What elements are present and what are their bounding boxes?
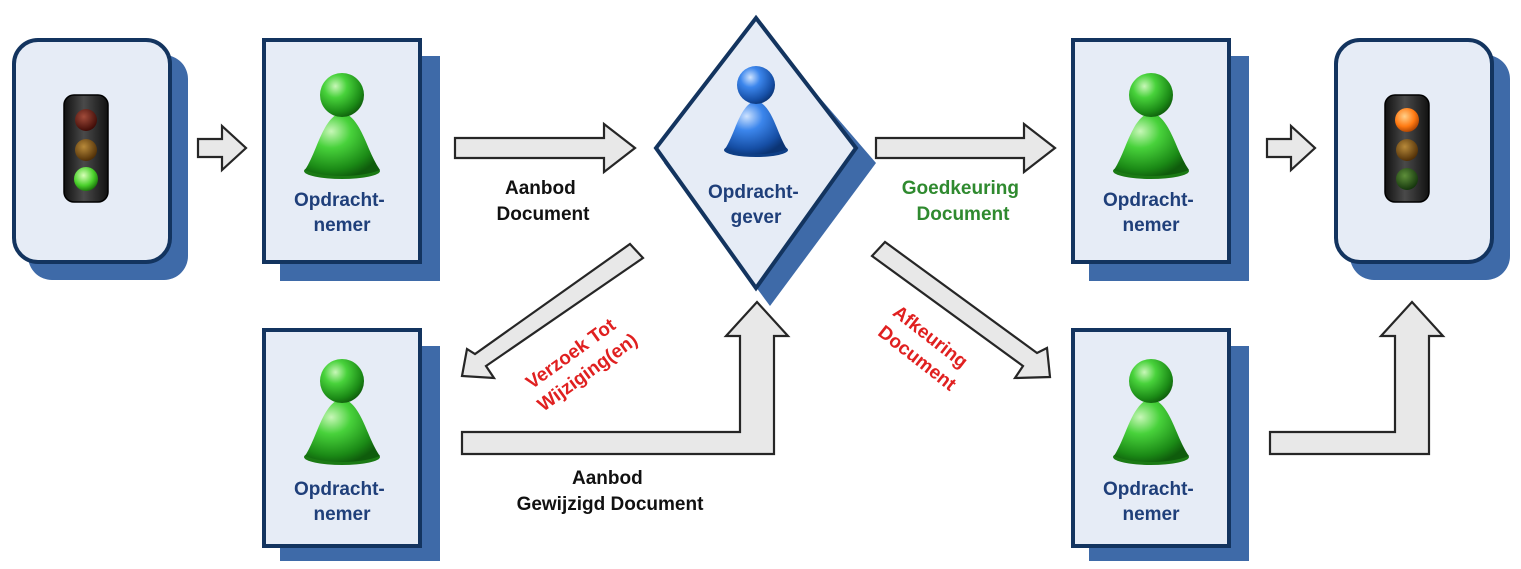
flow-label-offer-line1: Aanbod bbox=[505, 178, 576, 199]
pawn-icon bbox=[1113, 359, 1189, 465]
actor-label-line2: nemer bbox=[313, 215, 371, 236]
pawn-icon bbox=[724, 66, 788, 157]
arrow-rejection bbox=[870, 240, 1052, 380]
arrow-offer bbox=[453, 121, 637, 175]
flow-label-approval-line2: Document bbox=[917, 204, 1011, 225]
actor-label-line1: Opdracht- bbox=[1103, 479, 1194, 500]
actor-box-right-top: Opdracht- nemer bbox=[1071, 38, 1249, 281]
actor-label-line2: nemer bbox=[313, 504, 371, 525]
actor-label: Opdracht- nemer bbox=[294, 479, 390, 525]
actor-label: Opdracht- gever bbox=[708, 182, 804, 228]
actor-label-line2: gever bbox=[731, 207, 782, 228]
traffic-light-orange-icon bbox=[1384, 94, 1430, 203]
start-traffic-light-box bbox=[12, 38, 188, 280]
arrow-offer-changed bbox=[460, 300, 791, 456]
flow-label-offer: Aanbod Document bbox=[497, 178, 591, 225]
actor-label: Opdracht- nemer bbox=[1103, 479, 1199, 525]
arrow-start-to-contractor bbox=[196, 123, 248, 173]
flow-label-offer-changed-line2: Gewijzigd Document bbox=[517, 494, 705, 515]
arrow-rejected-to-end bbox=[1268, 300, 1446, 456]
arrow-change-request bbox=[460, 242, 645, 380]
flow-label-offer-changed-line1: Aanbod bbox=[572, 468, 643, 489]
flow-label-approval-line1: Goedkeuring bbox=[902, 178, 1019, 199]
flow-label-approval: Goedkeuring Document bbox=[902, 178, 1024, 225]
arrow-approval bbox=[874, 121, 1057, 175]
actor-label-line1: Opdracht- bbox=[1103, 190, 1194, 211]
actor-label: Opdracht- nemer bbox=[1103, 190, 1199, 236]
actor-label-line2: nemer bbox=[1122, 504, 1180, 525]
actor-label-line2: nemer bbox=[1122, 215, 1180, 236]
actor-box-left-bottom: Opdracht- nemer bbox=[262, 328, 440, 561]
actor-label: Opdracht- nemer bbox=[294, 190, 390, 236]
end-traffic-light-box bbox=[1334, 38, 1510, 280]
arrow-to-end bbox=[1265, 123, 1317, 173]
pawn-icon bbox=[1113, 73, 1189, 179]
flow-label-offer-line2: Document bbox=[497, 204, 591, 225]
pawn-icon bbox=[304, 73, 380, 179]
center-actor-diamond: Opdracht- gever bbox=[653, 14, 876, 306]
flow-label-offer-changed: Aanbod Gewijzigd Document bbox=[517, 468, 705, 515]
actor-label-line1: Opdracht- bbox=[294, 190, 385, 211]
traffic-light-green-icon bbox=[63, 94, 109, 203]
actor-box-left-top: Opdracht- nemer bbox=[262, 38, 440, 281]
actor-label-line1: Opdracht- bbox=[708, 182, 799, 203]
actor-label-line1: Opdracht- bbox=[294, 479, 385, 500]
actor-box-right-bottom: Opdracht- nemer bbox=[1071, 328, 1249, 561]
pawn-icon bbox=[304, 359, 380, 465]
